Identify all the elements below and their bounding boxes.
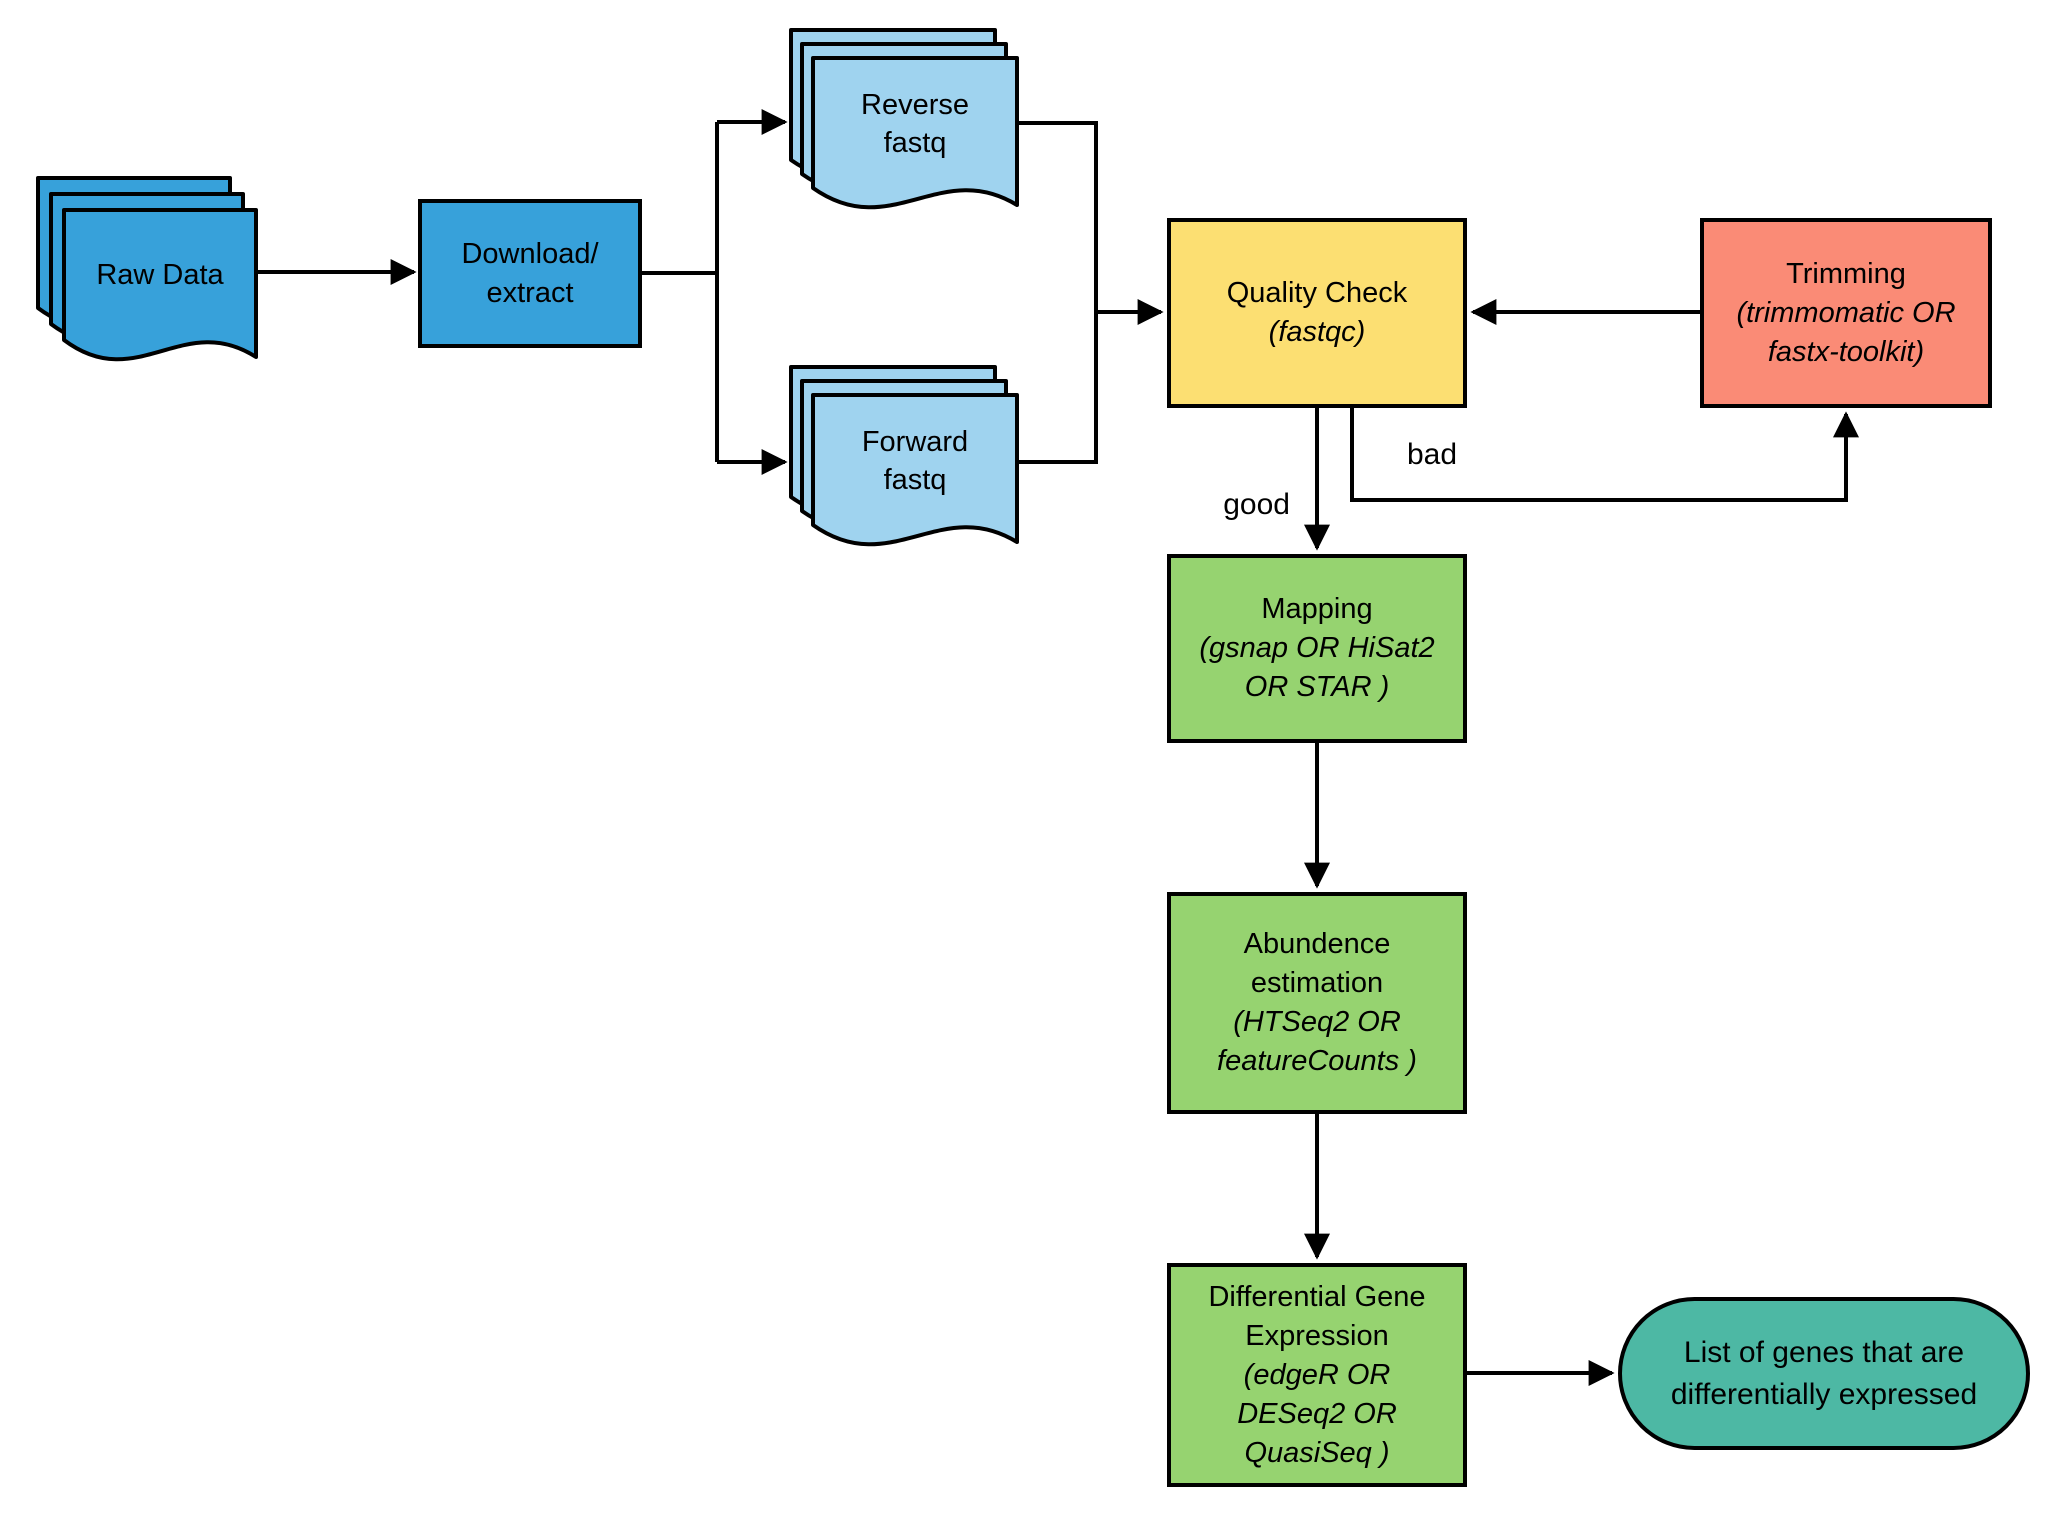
node-label: Raw Data [96, 259, 224, 291]
node-tool: DESeq2 OR [1237, 1397, 1397, 1430]
abundance-estimation-node: Abundence estimation (HTSeq2 OR featureC… [1167, 892, 1467, 1114]
node-label: fastq [883, 127, 947, 159]
node-tool: fastx-toolkit) [1767, 335, 1925, 368]
document-sheet-front [811, 393, 1019, 547]
node-label: Forward [861, 426, 969, 458]
differential-gene-expression-node: Differential Gene Expression (edgeR OR D… [1167, 1263, 1467, 1487]
trimming-node: Trimming (trimmomatic OR fastx-toolkit) [1700, 218, 1992, 408]
download-extract-node: Download/ extract [418, 199, 642, 348]
gene-list-node: List of genes that are differentially ex… [1618, 1297, 2030, 1450]
node-label: Reverse [861, 89, 969, 121]
node-label: fastq [883, 464, 947, 496]
node-tool: OR STAR ) [1244, 671, 1390, 703]
raw-data-node: Raw Data [64, 212, 256, 338]
node-title: Trimming [1786, 257, 1906, 290]
document-sheet-front [62, 208, 258, 362]
node-tool: (gsnap OR HiSat2 [1199, 632, 1435, 664]
node-title: Mapping [1261, 593, 1373, 625]
node-label: differentially expressed [1670, 1377, 1978, 1411]
node-title: Quality Check [1226, 277, 1408, 309]
node-title: estimation [1250, 967, 1384, 999]
forward-fastq-node: Forward fastq [813, 397, 1017, 525]
raw-data-stack-shape [36, 176, 258, 362]
quality-check-node: Quality Check (fastqc) [1167, 218, 1467, 408]
node-tool: QuasiSeq ) [1244, 1436, 1390, 1469]
node-title: Differential Gene [1208, 1280, 1426, 1313]
edge-label-good: good [1223, 488, 1290, 521]
edge-merge-bracket [1017, 121, 1098, 464]
document-sheet-front [811, 56, 1019, 210]
node-title: Expression [1245, 1319, 1389, 1352]
node-label: List of genes that are [1683, 1335, 1965, 1369]
edge-label-bad: bad [1406, 438, 1458, 471]
node-tool: (HTSeq2 OR [1233, 1006, 1401, 1038]
node-label: Download/ [461, 237, 599, 270]
node-tool: (edgeR OR [1243, 1358, 1391, 1391]
forward-fastq-stack-shape [789, 365, 1019, 547]
node-title: Abundence [1243, 928, 1391, 960]
node-tool: (fastqc) [1268, 316, 1366, 348]
reverse-fastq-stack-shape [789, 28, 1019, 210]
edge-bad-to-trimming [1350, 408, 1859, 502]
reverse-fastq-node: Reverse fastq [813, 60, 1017, 188]
node-label: extract [486, 276, 574, 309]
mapping-node: Mapping (gsnap OR HiSat2 OR STAR ) [1167, 554, 1467, 743]
edges [258, 109, 1859, 1386]
node-tool: (trimmomatic OR [1736, 296, 1956, 329]
node-tool: featureCounts ) [1217, 1045, 1417, 1077]
